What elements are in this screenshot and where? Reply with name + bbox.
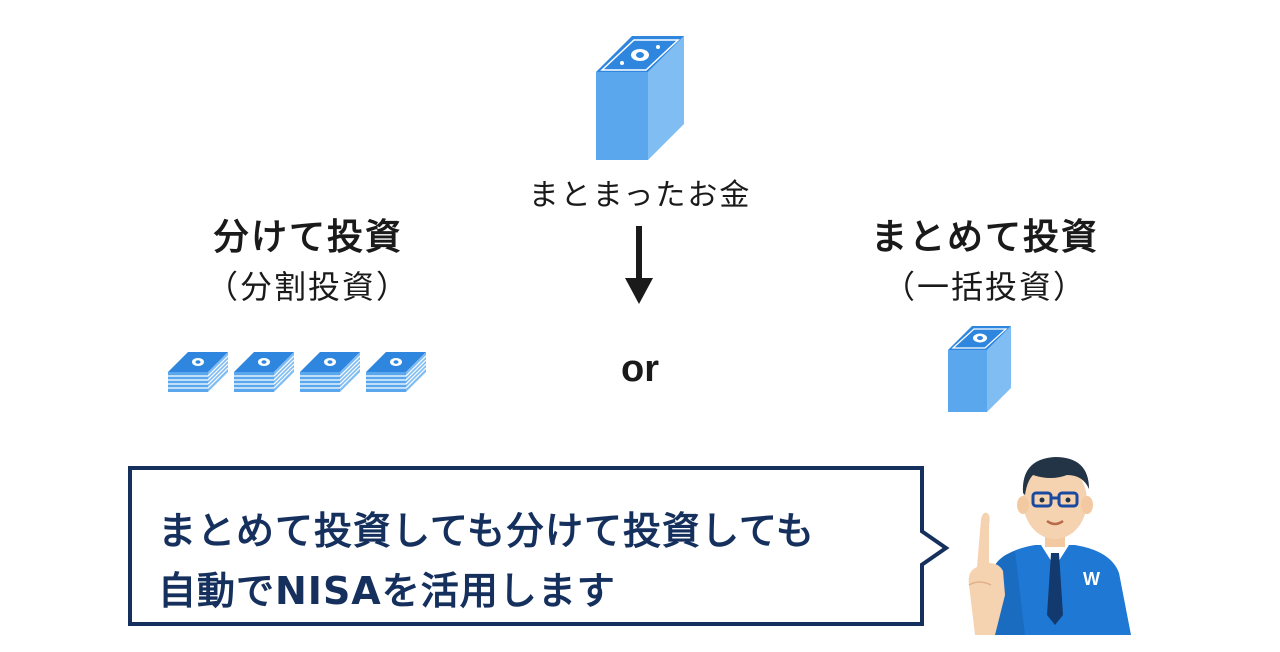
lump-investment-subtitle: （一括投資） [882,268,1087,306]
source-money-label: まとまったお金 [528,178,752,213]
money-stack-small-icon [945,322,1015,420]
arrow-down-icon [620,226,660,310]
split-investment-subtitle: （分割投資） [205,268,410,306]
money-stack-large-icon [592,32,692,168]
speech-line-1: まとめて投資しても分けて投資しても [158,509,815,553]
svg-text:W: W [1083,569,1100,589]
speech-line-2: 自動でNISAを活用します [158,569,616,613]
money-bundle-icon [298,344,362,400]
money-bundle-icon [232,344,296,400]
speech-bubble: まとめて投資しても分けて投資しても 自動でNISAを活用します [128,466,924,626]
split-investment-title: 分けて投資 [212,217,403,258]
money-bundle-icon [166,344,230,400]
or-label: or [621,348,659,390]
advisor-illustration: W [955,445,1155,639]
money-bundle-icon [364,344,428,400]
lump-investment-title: まとめて投資 [870,217,1099,258]
speech-bubble-tail [918,528,950,572]
split-bundles [166,344,436,396]
